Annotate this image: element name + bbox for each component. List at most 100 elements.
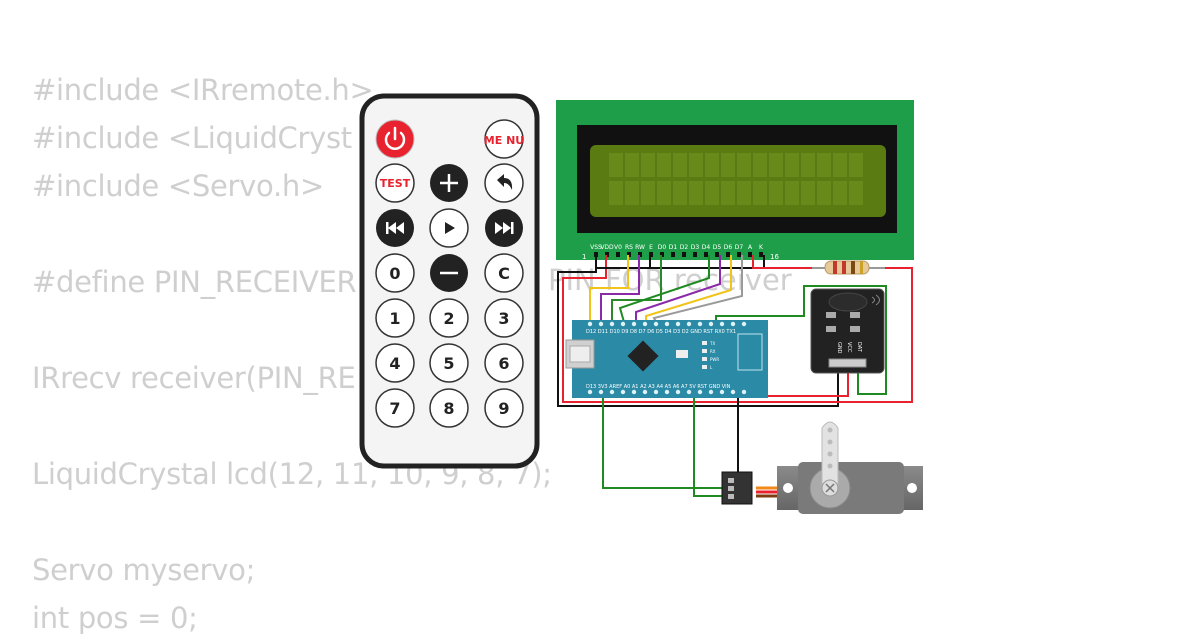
nano-top-labels: D12 D11 D10 D9 D8 D7 D6 D5 D4 D3 D2 GND … (586, 329, 736, 335)
lcd-pin[interactable] (704, 252, 708, 257)
digit-key-3[interactable]: 3 (484, 298, 524, 338)
nano-pin[interactable] (598, 321, 604, 327)
code-line: IRrecv receiver(PIN_RE (32, 361, 356, 395)
nano-pin[interactable] (664, 389, 670, 395)
lcd-cell (721, 153, 735, 177)
lcd-cell (673, 181, 687, 205)
nano-pin[interactable] (642, 321, 648, 327)
lcd-pin[interactable] (649, 252, 653, 257)
lcd-pin-label: D6 (724, 244, 733, 251)
lcd-pin[interactable] (671, 252, 675, 257)
power-icon (384, 126, 406, 150)
svg-text:0: 0 (389, 264, 400, 283)
nano-pin[interactable] (598, 389, 604, 395)
nano-pin[interactable] (587, 321, 593, 327)
nano-pin[interactable] (631, 389, 637, 395)
nano-pin[interactable] (664, 321, 670, 327)
lcd-cell (833, 181, 847, 205)
lcd-character-grid (609, 153, 863, 205)
arduino-nano[interactable]: D12 D11 D10 D9 D8 D7 D6 D5 D4 D3 D2 GND … (565, 320, 768, 398)
nano-pin[interactable] (708, 321, 714, 327)
lcd-pin[interactable] (726, 252, 730, 257)
plus-button[interactable] (430, 164, 468, 202)
digit-key-9[interactable]: 9 (484, 388, 524, 428)
nano-pin[interactable] (730, 389, 736, 395)
servo-motor[interactable] (721, 421, 923, 514)
nano-pin[interactable] (708, 389, 714, 395)
nano-pin[interactable] (609, 321, 615, 327)
code-line: #include <IRremote.h> (32, 73, 374, 107)
digit-key-2[interactable]: 2 (429, 298, 469, 338)
lcd-pin[interactable] (660, 252, 664, 257)
lcd-pin-label: VSS (590, 244, 602, 251)
lcd-cell (801, 153, 815, 177)
prev-button[interactable] (376, 209, 414, 247)
nano-pin[interactable] (697, 389, 703, 395)
nano-pin[interactable] (620, 321, 626, 327)
nano-pin[interactable] (653, 321, 659, 327)
digit-key-4[interactable]: 4 (375, 343, 415, 383)
back-button[interactable] (484, 163, 524, 203)
lcd-pin[interactable] (638, 252, 642, 257)
nano-pin[interactable] (686, 321, 692, 327)
nano-pin[interactable] (653, 389, 659, 395)
nano-pin[interactable] (719, 389, 725, 395)
lcd-pin[interactable] (616, 252, 620, 257)
test-button[interactable]: TEST (375, 163, 415, 203)
nano-led-label: TX (709, 341, 715, 346)
nano-pin[interactable] (642, 389, 648, 395)
lcd-cell (657, 153, 671, 177)
lcd-pin[interactable] (627, 252, 631, 257)
next-button[interactable] (485, 209, 523, 247)
lcd-pin[interactable] (605, 252, 609, 257)
ir-pin-label: VCC (846, 342, 852, 353)
nano-led (702, 349, 707, 353)
lcd-pin[interactable] (693, 252, 697, 257)
nano-pin[interactable] (620, 389, 626, 395)
nano-pin[interactable] (719, 321, 725, 327)
minus-button[interactable] (430, 254, 468, 292)
nano-led-label: RX (710, 349, 716, 354)
digit-key-5[interactable]: 5 (429, 343, 469, 383)
lcd-cell (833, 153, 847, 177)
code-line: Servo myservo; (32, 553, 256, 587)
clear-button[interactable]: C (484, 253, 524, 293)
lcd-pin[interactable] (682, 252, 686, 257)
lcd-pin-label: A (748, 244, 753, 251)
nano-pin[interactable] (686, 389, 692, 395)
nano-pin[interactable] (631, 321, 637, 327)
nano-pin[interactable] (587, 389, 593, 395)
play-button[interactable] (429, 208, 469, 248)
digit-key-7[interactable]: 7 (375, 388, 415, 428)
nano-pin[interactable] (741, 321, 747, 327)
nano-pin[interactable] (609, 389, 615, 395)
nano-pin[interactable] (675, 389, 681, 395)
digit-label: 5 (443, 354, 454, 373)
digit-key-6[interactable]: 6 (484, 343, 524, 383)
lcd-pin[interactable] (759, 252, 763, 257)
ir-pin-label: GND (836, 342, 842, 354)
nano-bottom-labels: D13 3V3 AREF A0 A1 A2 A3 A4 A5 A6 A7 5V … (586, 384, 731, 390)
digit-label: 9 (498, 399, 509, 418)
lcd-pin[interactable] (594, 252, 598, 257)
lcd-pin[interactable] (748, 252, 752, 257)
menu-button[interactable]: ME NU (484, 119, 524, 159)
lcd-pin[interactable] (737, 252, 741, 257)
nano-pin[interactable] (741, 389, 747, 395)
digit-key-8[interactable]: 8 (429, 388, 469, 428)
digit-label: 8 (443, 399, 454, 418)
power-button[interactable] (375, 119, 415, 159)
zero-button[interactable]: 0 (375, 253, 415, 293)
digit-key-1[interactable]: 1 (375, 298, 415, 338)
nano-pin[interactable] (675, 321, 681, 327)
nano-pin[interactable] (730, 321, 736, 327)
lcd-pin[interactable] (715, 252, 719, 257)
nano-pin[interactable] (697, 321, 703, 327)
ir-remote[interactable]: ME NU TEST (359, 93, 540, 469)
code-editor: #include <IRremote.h>#include <LiquidCry… (32, 66, 552, 642)
